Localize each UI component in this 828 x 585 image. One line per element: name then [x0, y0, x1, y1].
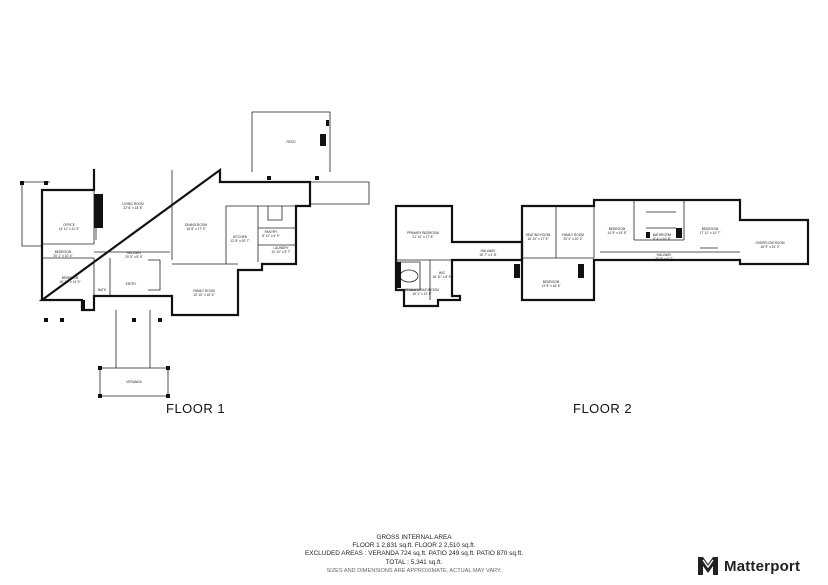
svg-text:14' 11" x 11' 9": 14' 11" x 11' 9" — [59, 227, 80, 231]
svg-text:16' 11" x 8' 9": 16' 11" x 8' 9" — [432, 275, 451, 279]
svg-text:HALLWAY: HALLWAY — [657, 253, 673, 257]
svg-text:PRIMARY BATHROOM: PRIMARY BATHROOM — [405, 288, 439, 292]
floor-2-plan: PRIMARY BEDROOM 21' 10" x 17' 8" HALLWAY… — [394, 198, 810, 308]
svg-text:BEDROOM: BEDROOM — [55, 250, 72, 254]
room-label: SEATING ROOM 16' 10" x 17' 5" — [526, 233, 551, 241]
matterport-logo-icon — [698, 557, 718, 575]
svg-text:BATHROOM: BATHROOM — [653, 233, 672, 237]
svg-text:16' 10" x 14' 9": 16' 10" x 14' 9" — [59, 280, 80, 284]
room-label: LIVING ROOM 22' 6" x 18' 8" — [122, 202, 144, 210]
svg-text:PATIO: PATIO — [286, 140, 296, 144]
floor-2-title: FLOOR 2 — [573, 401, 633, 416]
svg-text:KITCHEN: KITCHEN — [233, 235, 248, 239]
room-label: LAUNDRY 10' 10" x 8' 7" — [271, 246, 290, 254]
room-label: BATH — [98, 288, 107, 292]
svg-text:FAMILY ROOM: FAMILY ROOM — [562, 233, 584, 237]
svg-text:16' 10" x 17' 5": 16' 10" x 17' 5" — [527, 237, 548, 241]
svg-text:12' 8" x 20' 7": 12' 8" x 20' 7" — [230, 239, 249, 243]
area-floors-line: FLOOR 1 2,831 sq.ft. FLOOR 2 2,510 sq.ft… — [352, 542, 476, 550]
room-label: VERANDA — [126, 380, 142, 384]
area-total-line: TOTAL : 5,341 sq.ft. — [385, 558, 443, 566]
svg-text:FAMILY ROOM: FAMILY ROOM — [193, 289, 215, 293]
svg-text:22' 6" x 18' 8": 22' 6" x 18' 8" — [123, 206, 142, 210]
room-label: PATIO — [286, 140, 296, 144]
area-summary: GROSS INTERNAL AREA FLOOR 1 2,831 sq.ft.… — [240, 534, 588, 575]
svg-text:21' 10" x 17' 8": 21' 10" x 17' 8" — [412, 235, 433, 239]
room-label: BEDROOM 14' 9" x 16' 8" — [607, 227, 626, 235]
svg-text:29' 8" x 4' 7": 29' 8" x 4' 7" — [655, 257, 672, 261]
svg-text:8' 11" x 6' 9": 8' 11" x 6' 9" — [262, 234, 279, 238]
brand-name: Matterport — [724, 557, 801, 575]
room-label: PANTRY 8' 11" x 6' 9" — [262, 230, 279, 238]
room-label: FAMILY ROOM 20' 4" x 20' 2" — [562, 233, 584, 241]
svg-text:SEATING ROOM: SEATING ROOM — [526, 233, 551, 237]
room-label: BEDROOM 13' 9" x 16' 6" — [541, 280, 560, 288]
svg-text:16' 8" x 17' 9": 16' 8" x 17' 9" — [186, 227, 205, 231]
svg-text:W/C: W/C — [439, 271, 446, 275]
room-label: W/C 16' 11" x 8' 9" — [432, 271, 451, 279]
svg-text:BEDROOM: BEDROOM — [609, 227, 626, 231]
area-excluded-line: EXCLUDED AREAS : VERANDA 724 sq.ft. PATI… — [305, 550, 523, 558]
svg-text:20' 4" x 20' 2": 20' 4" x 20' 2" — [563, 237, 582, 241]
room-label: HALLWAY 29' 5" x 8' 5" — [125, 251, 142, 259]
room-label: FAMILY ROOM 20' 10" x 15' 5" — [193, 289, 215, 297]
room-label: KITCHEN 12' 8" x 20' 7" — [230, 235, 249, 243]
room-label: BEDROOM 20' 1" x 10' 4" — [53, 250, 72, 258]
room-label: BATHROOM 8' 4" x 10' 8" — [653, 233, 672, 241]
svg-text:VERANDA: VERANDA — [126, 380, 142, 384]
room-label: DINING ROOM 16' 8" x 17' 9" — [185, 223, 207, 231]
room-label: PRIMARY BEDROOM 21' 10" x 17' 8" — [407, 231, 439, 239]
svg-text:BEDROOM: BEDROOM — [702, 227, 719, 231]
svg-text:BATH: BATH — [98, 288, 107, 292]
svg-text:HALLWAY: HALLWAY — [127, 251, 143, 255]
svg-text:BEDROOM: BEDROOM — [62, 276, 79, 280]
area-heading: GROSS INTERNAL AREA — [376, 534, 452, 541]
svg-text:BEDROOM: BEDROOM — [543, 280, 560, 284]
svg-text:16' 1" x 12' 8": 16' 1" x 12' 8" — [412, 292, 431, 296]
svg-text:OVERFLOW ROOM: OVERFLOW ROOM — [755, 241, 784, 245]
svg-text:14' 9" x 16' 8": 14' 9" x 16' 8" — [607, 231, 626, 235]
svg-text:20' 1" x 10' 4": 20' 1" x 10' 4" — [53, 254, 72, 258]
area-disclaimer: SIZES AND DIMENSIONS ARE APPROXIMATE, AC… — [326, 567, 502, 574]
svg-text:LIVING ROOM: LIVING ROOM — [122, 202, 144, 206]
room-label: HALLWAY 29' 8" x 4' 7" — [655, 253, 672, 261]
svg-text:8' 4" x 10' 8": 8' 4" x 10' 8" — [653, 237, 670, 241]
room-label: PRIMARY BATHROOM 16' 1" x 12' 8" — [405, 288, 439, 296]
svg-text:13' 9" x 16' 6": 13' 9" x 16' 6" — [541, 284, 560, 288]
svg-text:DINING ROOM: DINING ROOM — [185, 223, 207, 227]
floor-1-plan: PATIO LIVING ROOM 22' 6" x 18' 8" DINING… — [20, 111, 370, 398]
svg-text:20' 10" x 15' 5": 20' 10" x 15' 5" — [193, 293, 214, 297]
svg-text:PRIMARY BEDROOM: PRIMARY BEDROOM — [407, 231, 439, 235]
svg-text:29' 5" x 8' 5": 29' 5" x 8' 5" — [125, 255, 142, 259]
svg-text:OFFICE: OFFICE — [63, 223, 75, 227]
room-label: BEDROOM 17' 11" x 14' 7" — [700, 227, 721, 235]
svg-text:LAUNDRY: LAUNDRY — [273, 246, 289, 250]
svg-text:10' 10" x 8' 7": 10' 10" x 8' 7" — [271, 250, 290, 254]
matterport-brand: Matterport — [697, 556, 800, 576]
floor-1-title: FLOOR 1 — [166, 401, 226, 416]
svg-text:16' 9" x 24' 3": 16' 9" x 24' 3" — [760, 245, 779, 249]
room-label: ENTRY — [126, 282, 138, 286]
svg-text:PANTRY: PANTRY — [265, 230, 279, 234]
svg-text:HALLWAY: HALLWAY — [481, 249, 497, 253]
svg-text:15' 7" x 4' 8": 15' 7" x 4' 8" — [479, 253, 496, 257]
room-label: OFFICE 14' 11" x 11' 9" — [59, 223, 80, 231]
room-label: HALLWAY 15' 7" x 4' 8" — [479, 249, 496, 257]
svg-text:ENTRY: ENTRY — [126, 282, 138, 286]
room-label: BEDROOM 16' 10" x 14' 9" — [59, 276, 80, 284]
room-label: OVERFLOW ROOM 16' 9" x 24' 3" — [755, 241, 784, 249]
svg-text:17' 11" x 14' 7": 17' 11" x 14' 7" — [700, 231, 721, 235]
